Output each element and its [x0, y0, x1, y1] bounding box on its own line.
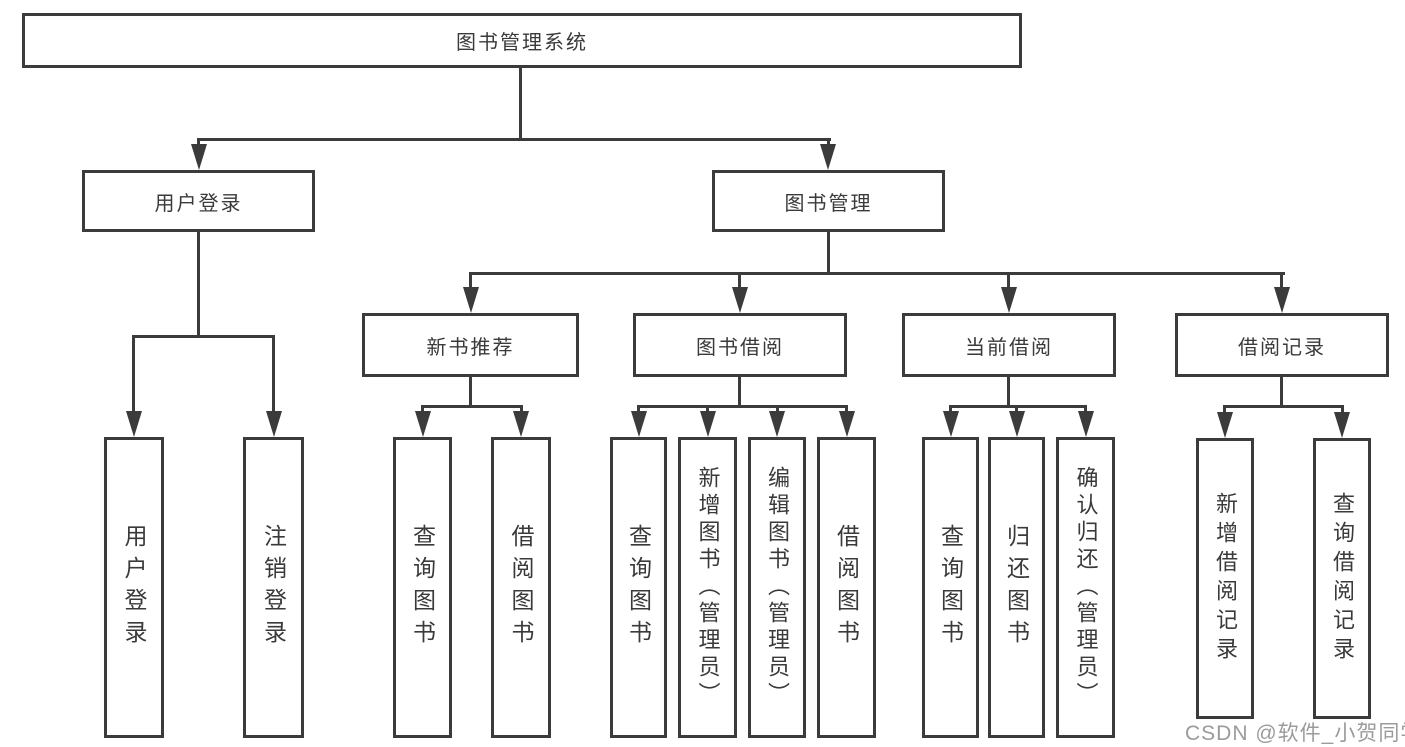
connector-line — [469, 377, 472, 407]
leaf-user-login: 用户登录 — [104, 437, 164, 738]
connector-line — [845, 405, 848, 413]
connector-line — [738, 272, 741, 290]
node-label: 用户登录 — [154, 192, 243, 215]
leaf-logout: 注销登录 — [243, 437, 304, 738]
node-label: 当前借阅 — [965, 336, 1053, 359]
leaf-edit-book-admin: 编辑图书（管理员） — [748, 437, 806, 738]
connector-line — [197, 232, 200, 335]
node-borrow-records: 借阅记录 — [1175, 313, 1389, 377]
node-label: 查询图书 — [409, 523, 436, 652]
node-label: 借阅图书 — [833, 523, 860, 652]
leaf-search-books-3: 查询图书 — [922, 437, 979, 738]
node-book-management: 图书管理 — [712, 170, 945, 232]
arrowhead-down-icon — [1078, 411, 1094, 437]
connector-line — [949, 405, 952, 413]
connector-line — [637, 405, 848, 408]
connector-line — [421, 405, 523, 408]
connector-line — [1280, 272, 1283, 290]
csdn-watermark: CSDN @软件_小贺同学 — [1185, 722, 1405, 745]
connector-line — [469, 272, 1285, 275]
arrowhead-down-icon — [1274, 287, 1290, 313]
node-label: 查询图书 — [625, 523, 652, 652]
arrowhead-down-icon — [839, 411, 855, 437]
node-label: 查询借阅记录 — [1330, 491, 1355, 666]
connector-line — [1223, 405, 1344, 408]
arrowhead-down-icon — [732, 287, 748, 313]
node-new-book-recommend: 新书推荐 — [362, 313, 579, 377]
node-label: 图书管理 — [784, 192, 873, 215]
arrowhead-down-icon — [1217, 412, 1233, 438]
connector-line — [1084, 405, 1087, 413]
connector-line — [776, 405, 779, 413]
arrowhead-down-icon — [126, 411, 142, 437]
connector-line — [1280, 377, 1283, 407]
arrowhead-down-icon — [415, 411, 431, 437]
node-label: 图书管理系统 — [456, 32, 588, 54]
node-user-login: 用户登录 — [82, 170, 315, 232]
node-label: 编辑图书（管理员） — [765, 466, 790, 709]
arrowhead-down-icon — [700, 411, 716, 437]
node-label: 图书借阅 — [696, 336, 784, 359]
connector-line — [1015, 405, 1018, 413]
node-label: 借阅记录 — [1238, 336, 1326, 359]
arrowhead-down-icon — [463, 287, 479, 313]
node-current-borrow: 当前借阅 — [902, 313, 1116, 377]
arrowhead-down-icon — [1009, 411, 1025, 437]
connector-line — [738, 377, 741, 407]
node-root-library-system: 图书管理系统 — [22, 13, 1022, 68]
connector-line — [520, 405, 523, 413]
connector-line — [1341, 405, 1344, 413]
node-label: 新增借阅记录 — [1213, 491, 1238, 666]
connector-line — [519, 68, 522, 138]
leaf-borrow-books-2: 借阅图书 — [817, 437, 876, 738]
connector-line — [1223, 405, 1226, 413]
arrowhead-down-icon — [513, 411, 529, 437]
connector-line — [197, 138, 200, 148]
leaf-search-books-2: 查询图书 — [610, 437, 667, 738]
node-label: 确认归还（管理员） — [1073, 466, 1099, 709]
arrowhead-down-icon — [1001, 287, 1017, 313]
leaf-confirm-return-admin: 确认归还（管理员） — [1056, 437, 1115, 738]
arrowhead-down-icon — [191, 144, 207, 170]
node-label: 借阅图书 — [508, 523, 534, 652]
node-label: 归还图书 — [1003, 523, 1030, 652]
connector-line — [1007, 377, 1010, 407]
arrowhead-down-icon — [631, 411, 647, 437]
connector-line — [469, 272, 472, 290]
connector-line — [706, 405, 709, 413]
node-label: 新增图书（管理员） — [695, 466, 721, 709]
leaf-search-books-1: 查询图书 — [393, 437, 452, 738]
node-label: 用户登录 — [121, 523, 147, 652]
connector-line — [637, 405, 640, 413]
connector-line — [132, 335, 275, 338]
connector-line — [421, 405, 424, 413]
connector-line — [197, 138, 831, 141]
connector-line — [827, 138, 830, 148]
connector-line — [132, 335, 135, 415]
node-book-borrow: 图书借阅 — [633, 313, 847, 377]
leaf-return-book: 归还图书 — [988, 437, 1045, 738]
leaf-borrow-books-1: 借阅图书 — [491, 437, 551, 738]
arrowhead-down-icon — [820, 144, 836, 170]
connector-line — [1007, 272, 1010, 290]
node-label: 新书推荐 — [426, 336, 515, 359]
leaf-add-borrow-record: 新增借阅记录 — [1196, 438, 1254, 719]
leaf-search-borrow-record: 查询借阅记录 — [1313, 438, 1371, 719]
node-label: 查询图书 — [937, 523, 964, 652]
connector-line — [272, 335, 275, 415]
connector-line — [949, 405, 1087, 408]
arrowhead-down-icon — [1334, 412, 1350, 438]
arrowhead-down-icon — [943, 411, 959, 437]
arrowhead-down-icon — [769, 411, 785, 437]
connector-line — [827, 232, 830, 274]
node-label: 注销登录 — [260, 523, 287, 652]
leaf-add-book-admin: 新增图书（管理员） — [678, 437, 737, 738]
arrowhead-down-icon — [266, 411, 282, 437]
